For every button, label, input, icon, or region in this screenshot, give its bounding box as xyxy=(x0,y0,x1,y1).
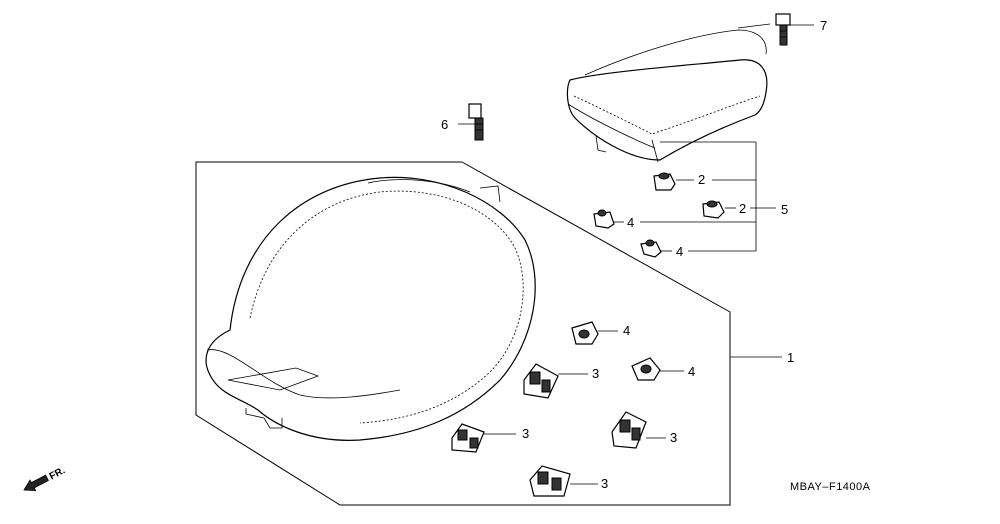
callout-2b: 2 xyxy=(739,201,746,216)
callout-4b: 4 xyxy=(676,244,683,259)
callout-1: 1 xyxy=(787,350,794,365)
callout-4c: 4 xyxy=(623,323,630,338)
rubber-cushion-2b xyxy=(702,200,725,219)
rubber-cushion-4a xyxy=(593,209,615,229)
callout-3b: 3 xyxy=(522,426,529,441)
callout-4d: 4 xyxy=(688,364,695,379)
callout-3c: 3 xyxy=(670,430,677,445)
assembly-group-border xyxy=(195,161,731,506)
callout-4a: 4 xyxy=(627,215,634,230)
bolt-7 xyxy=(775,13,791,46)
stopper-3c xyxy=(611,411,647,449)
callout-2a: 2 xyxy=(698,172,705,187)
bolt-6 xyxy=(468,103,484,141)
stopper-3a xyxy=(523,363,559,399)
leader-lines xyxy=(458,24,814,485)
front-arrow-icon xyxy=(23,474,49,492)
diagram-code: MBAY–F1400A xyxy=(790,481,871,493)
passenger-seat xyxy=(566,23,771,163)
front-label: FR. xyxy=(48,465,68,482)
rubber-cushion-2a xyxy=(653,172,676,191)
rubber-cushion-4d xyxy=(631,357,661,381)
callout-3d: 3 xyxy=(601,476,608,491)
stopper-3b xyxy=(451,423,485,453)
callout-5: 5 xyxy=(781,202,788,217)
rubber-cushion-4b xyxy=(640,239,662,258)
callout-7: 7 xyxy=(820,18,827,33)
callout-6: 6 xyxy=(441,117,448,132)
callout-3a: 3 xyxy=(592,366,599,381)
stopper-3d xyxy=(529,465,571,497)
rider-seat xyxy=(205,176,536,441)
front-direction-marker: FR. xyxy=(23,465,68,492)
rubber-cushion-4c xyxy=(571,321,599,345)
